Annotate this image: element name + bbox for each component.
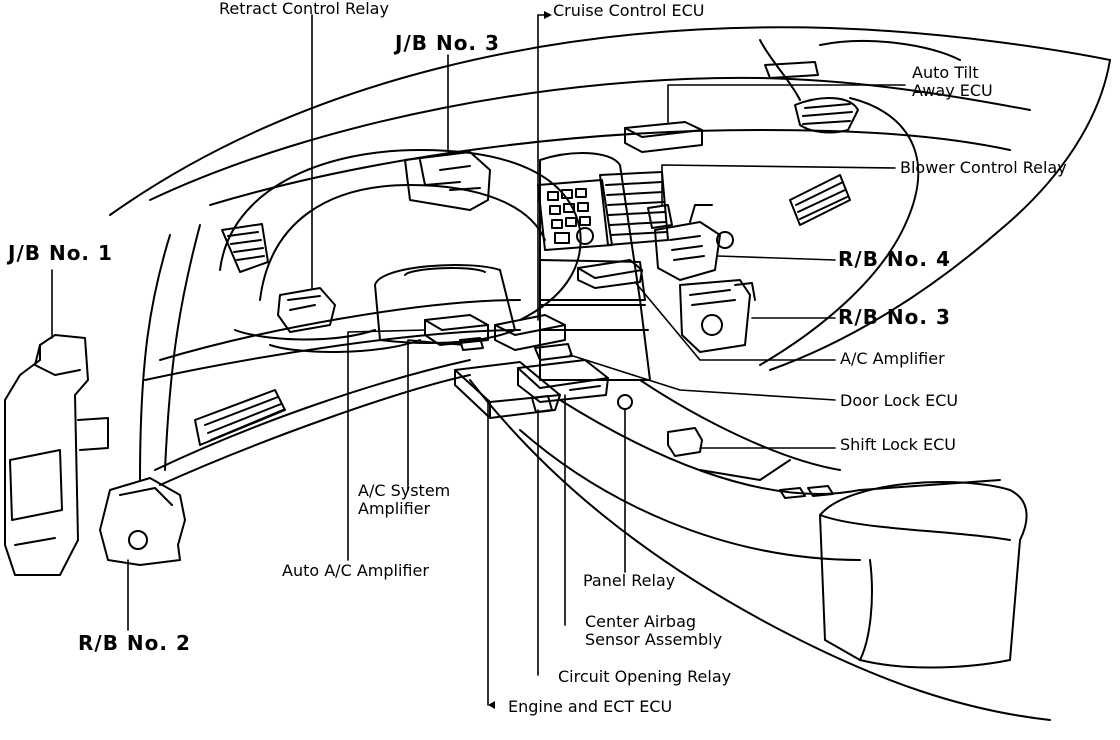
rb-no4-part — [654, 204, 734, 281]
shift-lock-ecu-part — [667, 427, 703, 457]
jb-no3-part — [404, 151, 491, 211]
label-center-airbag-line2: Sensor Assembly — [585, 630, 723, 650]
label-center-airbag-line1: Center Airbag — [585, 612, 697, 631]
center-vent-icon — [599, 171, 669, 246]
right-vent-icon — [794, 97, 859, 134]
label-auto-ac-amplifier: Auto A/C Amplifier — [282, 561, 429, 580]
ac-system-amplifier-part — [459, 337, 484, 351]
left-lower-vent-icon — [194, 389, 286, 446]
auto-ac-amplifier-part — [424, 314, 489, 346]
label-ac-amplifier: A/C Amplifier — [840, 349, 945, 368]
label-auto-tilt-away-ecu: Auto Tilt Away ECU — [912, 63, 993, 101]
label-circuit-opening-relay: Circuit Opening Relay — [558, 667, 732, 686]
label-blower-control-relay: Blower Control Relay — [900, 158, 1067, 177]
label-retract-control-relay: Retract Control Relay — [219, 0, 389, 18]
dash-right-end — [759, 97, 920, 366]
label-ac-system-amplifier-line2: Amplifier — [358, 499, 431, 519]
blower-control-relay-part — [647, 204, 673, 229]
rb-no3-part — [679, 279, 756, 353]
ac-amplifier-part — [577, 259, 643, 289]
label-auto-tilt-away-ecu-line2: Away ECU — [912, 81, 993, 101]
label-ac-system-amplifier: A/C System Amplifier — [358, 481, 451, 519]
rb-no2-part — [99, 477, 186, 566]
right-side-vent-icon — [789, 174, 851, 226]
circuit-opening-relay-part — [531, 395, 553, 413]
a-pillar — [139, 234, 171, 481]
cluster-hood — [219, 149, 582, 321]
label-center-airbag-sensor: Center Airbag Sensor Assembly — [585, 612, 723, 650]
armrest — [819, 481, 1028, 669]
label-jb-no3: J/B No. 3 — [395, 31, 500, 55]
cruise-control-ecu-part — [494, 314, 566, 351]
windshield-outline — [109, 26, 1111, 216]
center-stack — [539, 152, 651, 381]
label-ac-system-amplifier-line1: A/C System — [358, 481, 451, 500]
leader-arrows — [488, 11, 552, 709]
label-jb-no1: J/B No. 1 — [8, 241, 113, 265]
defrost-vent-icon — [764, 61, 819, 79]
label-door-lock-ecu: Door Lock ECU — [840, 391, 959, 410]
label-panel-relay: Panel Relay — [583, 571, 676, 590]
radio-buttons-icon — [547, 188, 594, 245]
label-cruise-control-ecu: Cruise Control ECU — [553, 1, 705, 20]
dash-top-edge — [149, 76, 1031, 201]
left-vent-icon — [221, 223, 269, 273]
jb-no1-part — [4, 334, 109, 576]
panel-relay-part — [617, 394, 633, 410]
label-auto-tilt-away-ecu-line1: Auto Tilt — [912, 63, 979, 82]
label-engine-ect-ecu: Engine and ECT ECU — [508, 697, 673, 716]
label-rb-no3: R/B No. 3 — [838, 305, 951, 329]
label-rb-no2: R/B No. 2 — [78, 631, 191, 655]
auto-tilt-away-ecu-part — [624, 121, 703, 153]
engine-ect-ecu-part — [454, 361, 561, 419]
label-shift-lock-ecu: Shift Lock ECU — [840, 435, 957, 454]
label-rb-no4: R/B No. 4 — [838, 247, 951, 271]
retract-control-relay-part — [277, 287, 336, 333]
leader-lines — [51, 14, 906, 706]
